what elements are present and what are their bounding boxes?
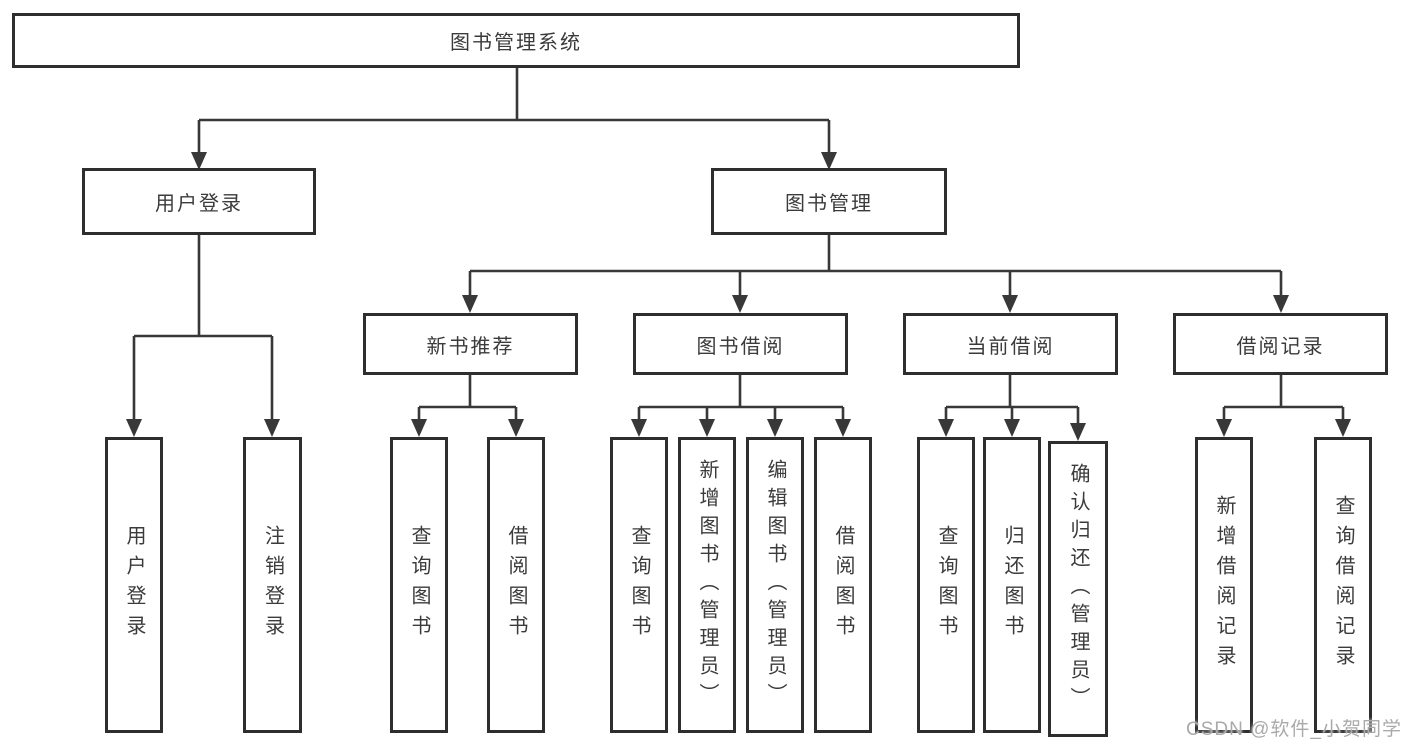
leaf-newbook-borrow-books-label: 借阅图书 [505,525,527,645]
leaf-logout: 注销登录 [243,437,302,733]
arrow-icon [462,295,478,313]
connector-bookborrow-to-leaves [637,375,845,423]
node-new-book-recommend-label: 新书推荐 [426,335,515,358]
leaf-borrow-query-books: 查询图书 [610,437,668,733]
leaf-borrow-borrow-books-label: 借阅图书 [832,525,854,645]
node-user-login-label: 用户登录 [155,193,243,215]
leaf-query-borrow-record: 查询借阅记录 [1314,437,1372,733]
arrow-icon [1002,295,1018,313]
leaf-add-borrow-record-label: 新增借阅记录 [1213,495,1235,675]
leaf-query-borrow-record-label: 查询借阅记录 [1332,495,1354,675]
arrow-icon [821,152,837,170]
connector-newbook-to-leaves [417,375,518,423]
arrow-icon [835,419,851,437]
node-current-borrow-label: 当前借阅 [966,335,1055,358]
leaf-borrow-query-books-label: 查询图书 [628,525,650,645]
leaf-logout-label: 注销登录 [261,525,284,645]
leaf-add-borrow-record: 新增借阅记录 [1195,437,1253,733]
node-borrow-records: 借阅记录 [1173,313,1388,375]
leaf-confirm-return-admin-label: 确认归还（管理员） [1067,463,1089,715]
arrow-icon [1070,423,1086,441]
arrow-icon [938,419,954,437]
connector-bookmgmt-to-level3 [468,235,1283,299]
node-current-borrow: 当前借阅 [903,313,1118,375]
arrow-icon [508,419,524,437]
node-book-borrow: 图书借阅 [633,313,848,375]
connector-currentborrow-to-leaves [944,375,1080,427]
arrow-icon [191,152,207,170]
leaf-newbook-query-books: 查询图书 [390,437,448,733]
leaf-return-books: 归还图书 [983,437,1041,733]
arrow-icon [126,419,142,437]
leaf-user-login-label: 用户登录 [123,525,145,645]
connector-records-to-leaves [1222,375,1345,423]
arrow-icon [411,419,427,437]
leaf-add-books-admin-label: 新增图书（管理员） [696,459,718,711]
arrow-icon [767,419,783,437]
leaf-current-query-books: 查询图书 [917,437,975,733]
node-borrow-records-label: 借阅记录 [1236,335,1325,358]
arrow-icon [699,419,715,437]
leaf-borrow-borrow-books: 借阅图书 [814,437,872,733]
node-root-label: 图书管理系统 [450,32,582,54]
leaf-newbook-borrow-books: 借阅图书 [487,437,545,733]
leaf-confirm-return-admin: 确认归还（管理员） [1048,441,1108,737]
node-book-borrow-label: 图书借阅 [696,335,785,358]
leaf-current-query-books-label: 查询图书 [935,525,957,645]
node-new-book-recommend: 新书推荐 [363,313,578,375]
csdn-watermark: CSDN @软件_小贺同学 [1186,719,1402,740]
connector-root-to-level2 [197,68,831,154]
arrow-icon [1004,419,1020,437]
node-book-management-label: 图书管理 [785,193,873,215]
arrow-icon [264,419,280,437]
connector-userlogin-to-leaves [132,235,274,423]
arrow-icon [732,295,748,313]
arrowheads [126,152,1351,441]
arrow-icon [1335,419,1351,437]
leaf-user-login: 用户登录 [105,437,163,733]
arrow-icon [631,419,647,437]
node-user-login: 用户登录 [82,168,316,235]
arrow-icon [1273,295,1289,313]
node-root: 图书管理系统 [12,13,1020,68]
leaf-add-books-admin: 新增图书（管理员） [678,437,736,733]
leaf-edit-books-admin: 编辑图书（管理员） [746,437,804,733]
leaf-edit-books-admin-label: 编辑图书（管理员） [764,459,786,711]
arrow-icon [1216,419,1232,437]
leaf-newbook-query-books-label: 查询图书 [408,525,430,645]
leaf-return-books-label: 归还图书 [1001,525,1023,645]
node-book-management: 图书管理 [711,168,947,235]
